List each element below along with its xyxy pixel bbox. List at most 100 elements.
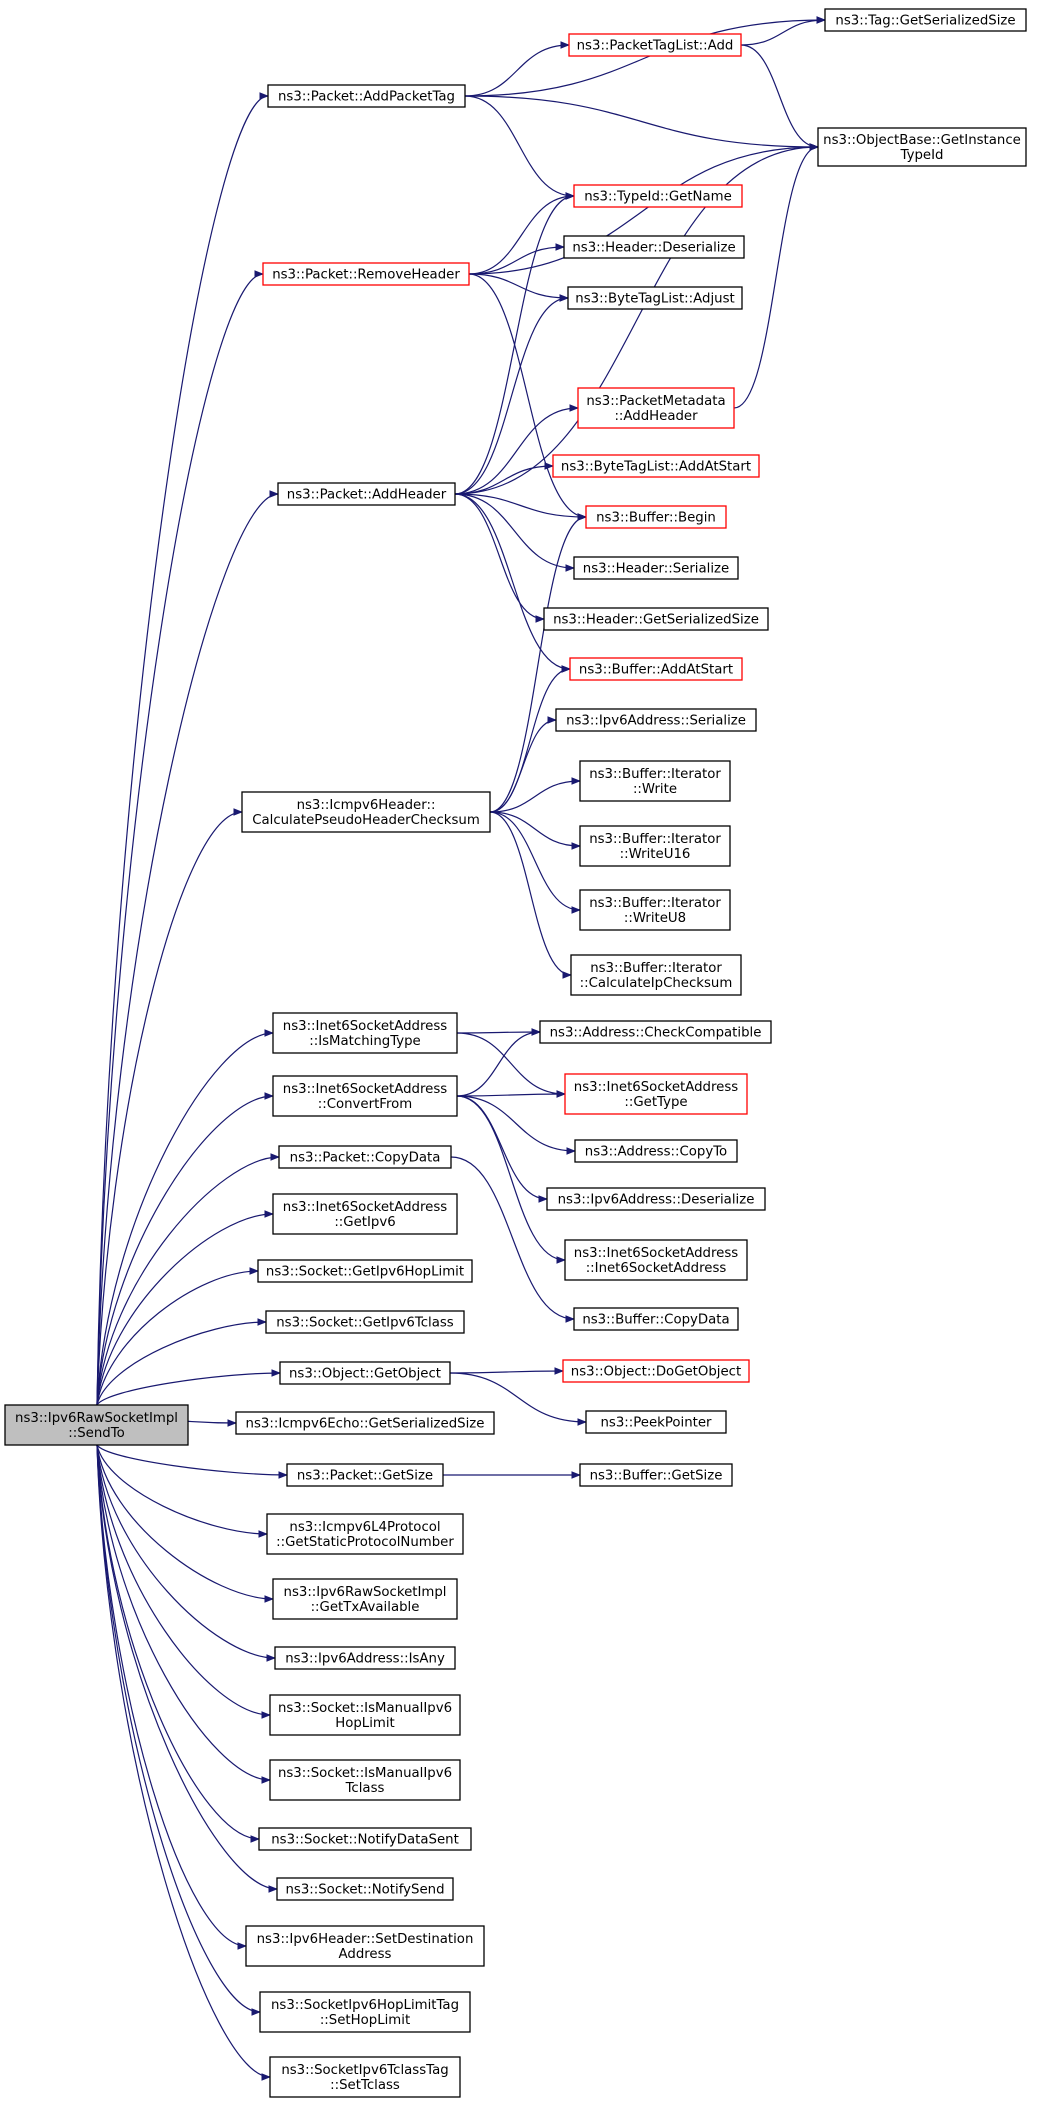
node-label: CalculatePseudoHeaderChecksum <box>252 813 480 828</box>
node-ns3-ipv6address-serialize[interactable]: ns3::Ipv6Address::Serialize <box>555 708 757 732</box>
node-ns3-bytetaglist-adjust[interactable]: ns3::ByteTagList::Adjust <box>567 286 743 310</box>
node-ns3-socketipv6hoplimittag-sethoplimit[interactable]: ns3::SocketIpv6HopLimitTag::SetHopLimit <box>259 1991 471 2033</box>
edge-addHeader-to-hdrSer <box>454 493 575 572</box>
edge-icmpCalc-to-itWriteU16 <box>489 811 581 850</box>
node-box <box>539 1020 772 1044</box>
node-box <box>272 1193 458 1235</box>
edge-sendto-to-sockTclass <box>96 1318 267 1406</box>
edge-sendto-to-removeHeader <box>96 270 264 1406</box>
edge-sendto-to-txAvail <box>96 1444 274 1603</box>
node-ns3-buffer-begin[interactable]: ns3::Buffer::Begin <box>585 505 727 529</box>
node-ns3-inet6socketaddress-getipv6[interactable]: ns3::Inet6SocketAddress::GetIpv6 <box>272 1193 458 1235</box>
node-ns3-buffer-iterator-write[interactable]: ns3::Buffer::Iterator::Write <box>579 760 731 802</box>
edge-sendto-to-objGetObj <box>96 1369 281 1406</box>
node-ns3-packet-addheader[interactable]: ns3::Packet::AddHeader <box>277 482 456 506</box>
node-box <box>543 607 769 631</box>
node-label: ::Write <box>633 782 677 797</box>
node-ns3-bytetaglist-addatstart[interactable]: ns3::ByteTagList::AddAtStart <box>552 454 760 478</box>
node-ns3-packet-copydata[interactable]: ns3::Packet::CopyData <box>278 1145 452 1169</box>
node-ns3-buffer-getsize[interactable]: ns3::Buffer::GetSize <box>579 1463 733 1487</box>
node-ns3-socketipv6tclasstag-settclass[interactable]: ns3::SocketIpv6TclassTag::SetTclass <box>269 2056 461 2098</box>
node-ns3-ipv6address-deserialize[interactable]: ns3::Ipv6Address::Deserialize <box>546 1187 766 1211</box>
node-ns3-buffer-iterator-writeu16[interactable]: ns3::Buffer::Iterator::WriteU16 <box>579 825 731 867</box>
edge-addHeader-to-typeIdName <box>454 192 575 495</box>
edge-sendto-to-l4Proto <box>96 1444 268 1538</box>
node-box <box>269 1759 461 1801</box>
node-ns3-socket-notifydatasent[interactable]: ns3::Socket::NotifyDataSent <box>258 1827 472 1851</box>
node-ns3-ipv6address-isany[interactable]: ns3::Ipv6Address::IsAny <box>274 1646 456 1670</box>
node-ns3-packet-removeheader[interactable]: ns3::Packet::RemoveHeader <box>262 262 470 286</box>
node-label: ns3::Buffer::CopyData <box>582 1313 729 1328</box>
node-label: ns3::Ipv6Header::SetDestination <box>257 1932 474 1947</box>
node-ns3-socket-notifysend[interactable]: ns3::Socket::NotifySend <box>276 1877 454 1901</box>
edge-icmpCalc-to-bufBegin <box>489 513 587 813</box>
node-ns3-buffer-copydata[interactable]: ns3::Buffer::CopyData <box>573 1307 739 1331</box>
node-ns3-icmpv6echo-getserializedsize[interactable]: ns3::Icmpv6Echo::GetSerializedSize <box>235 1411 495 1435</box>
node-ns3-address-copyto[interactable]: ns3::Address::CopyTo <box>574 1139 738 1163</box>
node-box <box>265 1310 465 1334</box>
node-box <box>4 1404 189 1446</box>
edge-removeHeader-to-bufBegin <box>468 273 587 521</box>
node-ns3-icmpv6l4protocol-getstaticprotocolnumber[interactable]: ns3::Icmpv6L4Protocol::GetStaticProtocol… <box>266 1513 464 1555</box>
node-label: ::SetTclass <box>330 2078 400 2093</box>
node-ns3-tag-getserializedsize[interactable]: ns3::Tag::GetSerializedSize <box>824 8 1027 32</box>
node-ns3-object-dogetobject[interactable]: ns3::Object::DoGetObject <box>562 1359 750 1383</box>
edge-sendto-to-pktGetSize <box>96 1444 288 1479</box>
node-ns3-buffer-iterator-calculateipchecksum[interactable]: ns3::Buffer::Iterator::CalculateIpChecks… <box>570 954 742 996</box>
node-label: ns3::Socket::IsManualIpv6 <box>278 1766 452 1781</box>
node-label: ns3::Address::CheckCompatible <box>550 1026 762 1041</box>
node-label: ns3::Packet::AddPacketTag <box>278 90 455 105</box>
node-ns3-buffer-addatstart[interactable]: ns3::Buffer::AddAtStart <box>569 657 743 681</box>
node-box <box>279 1361 451 1385</box>
edge-pmAddHeader-to-objBase <box>733 143 819 409</box>
node-box <box>546 1187 766 1211</box>
node-ns3-packetmetadata-addheader[interactable]: ns3::PacketMetadata::AddHeader <box>577 387 735 429</box>
node-ns3-address-checkcompatible[interactable]: ns3::Address::CheckCompatible <box>539 1020 772 1044</box>
edge-addHeader-to-bufBegin <box>454 493 587 521</box>
node-ns3-object-getobject[interactable]: ns3::Object::GetObject <box>279 1361 451 1385</box>
edge-pktCopyData-to-bufCopyData <box>450 1156 575 1323</box>
node-ns3-packet-addpackettag[interactable]: ns3::Packet::AddPacketTag <box>267 84 466 108</box>
node-ns3-ipv6rawsocketimpl-sendto[interactable]: ns3::Ipv6RawSocketImpl::SendTo <box>4 1404 189 1446</box>
edge-ptlAdd-to-objBase <box>740 44 819 151</box>
node-ns3-packet-getsize[interactable]: ns3::Packet::GetSize <box>286 1463 444 1487</box>
node-ns3-inet6socketaddress-ismatchingtype[interactable]: ns3::Inet6SocketAddress::IsMatchingType <box>272 1012 458 1054</box>
edge-ptlAdd-to-tagGetSer <box>740 16 826 46</box>
edge-i6Convert-to-i6Ctor <box>456 1095 566 1264</box>
edge-sendto-to-notifySend <box>96 1444 278 1893</box>
node-label: ns3::Address::CopyTo <box>585 1145 727 1160</box>
node-ns3-packettaglist-add[interactable]: ns3::PacketTagList::Add <box>568 33 742 57</box>
node-label: ns3::Buffer::AddAtStart <box>579 663 733 678</box>
node-ns3-peekpointer[interactable]: ns3::PeekPointer <box>585 1410 727 1434</box>
node-ns3-inet6socketaddress-inet6socketaddress[interactable]: ns3::Inet6SocketAddress::Inet6SocketAddr… <box>564 1239 748 1281</box>
node-label: ::SendTo <box>68 1426 124 1441</box>
node-box <box>585 505 727 529</box>
node-ns3-inet6socketaddress-gettype[interactable]: ns3::Inet6SocketAddress::GetType <box>564 1073 748 1115</box>
node-ns3-header-serialize[interactable]: ns3::Header::Serialize <box>573 556 739 580</box>
node-label: Tclass <box>345 1781 385 1796</box>
node-ns3-buffer-iterator-writeu8[interactable]: ns3::Buffer::Iterator::WriteU8 <box>579 889 731 931</box>
node-label: ns3::Socket::NotifySend <box>285 1883 444 1898</box>
node-label: ns3::Inet6SocketAddress <box>283 1019 448 1034</box>
node-ns3-header-deserialize[interactable]: ns3::Header::Deserialize <box>563 235 745 259</box>
node-ns3-icmpv6header-calculatepseudoheaderchecksum[interactable]: ns3::Icmpv6Header::CalculatePseudoHeader… <box>241 791 491 833</box>
edge-sendto-to-i6IsMatch <box>96 1029 274 1406</box>
node-label: ns3::Header::Serialize <box>583 562 729 577</box>
node-ns3-typeid-getname[interactable]: ns3::TypeId::GetName <box>573 184 743 208</box>
edge-addHeader-to-bufAddAtStart <box>454 493 571 673</box>
node-label: ns3::Ipv6Address::Serialize <box>566 714 746 729</box>
node-ns3-header-getserializedsize[interactable]: ns3::Header::GetSerializedSize <box>543 607 769 631</box>
node-ns3-inet6socketaddress-convertfrom[interactable]: ns3::Inet6SocketAddress::ConvertFrom <box>272 1075 458 1117</box>
node-label: ns3::Ipv6Address::IsAny <box>285 1652 445 1667</box>
edge-removeHeader-to-hdrDeser <box>468 243 565 275</box>
node-ns3-ipv6rawsocketimpl-gettxavailable[interactable]: ns3::Ipv6RawSocketImpl::GetTxAvailable <box>272 1578 458 1620</box>
edge-objGetObj-to-peekPtr <box>449 1372 587 1426</box>
node-ns3-socket-getipv6tclass[interactable]: ns3::Socket::GetIpv6Tclass <box>265 1310 465 1334</box>
node-label: ns3::SocketIpv6TclassTag <box>281 2063 448 2078</box>
node-ns3-socket-getipv6hoplimit[interactable]: ns3::Socket::GetIpv6HopLimit <box>257 1259 473 1283</box>
